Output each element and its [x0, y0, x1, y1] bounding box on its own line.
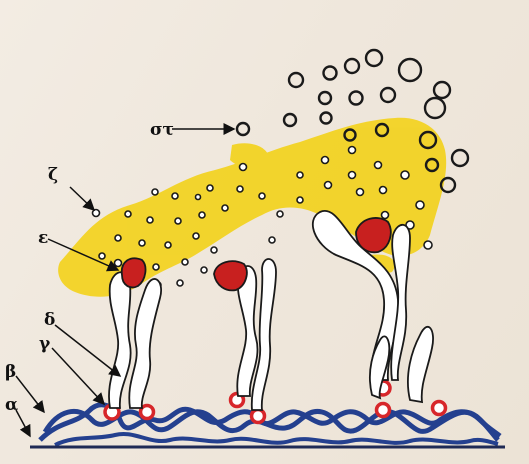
label-delta: δ — [44, 310, 55, 330]
label-epsilon: ε — [38, 228, 48, 248]
label-alpha: α — [5, 395, 18, 415]
label-sigma-tau: στ — [150, 120, 174, 140]
label-beta: β — [5, 362, 16, 382]
label-gamma: γ — [39, 334, 51, 354]
label-zeta: ζ — [48, 165, 58, 185]
